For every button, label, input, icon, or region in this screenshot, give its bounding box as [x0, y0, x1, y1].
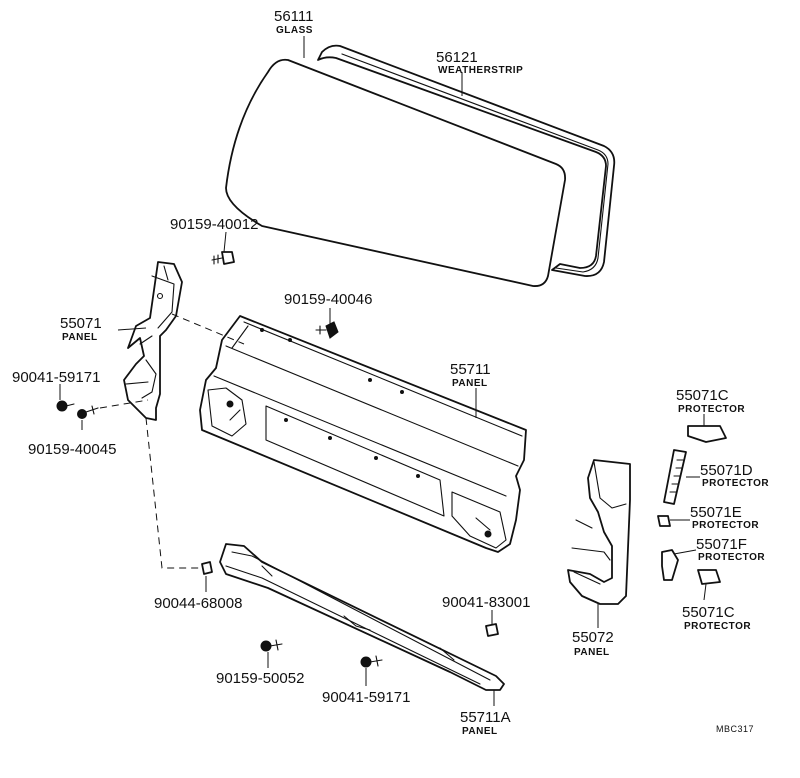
- part-number: 55711A: [460, 709, 511, 726]
- part-number: 90159-50052: [216, 670, 304, 687]
- part-number: 90159-40046: [284, 291, 372, 308]
- left-panel-part: [123, 261, 183, 421]
- label-weatherstrip: 56121 WEATHERSTRIP: [436, 49, 523, 76]
- part-name: PANEL: [452, 378, 488, 389]
- glass-part: [225, 58, 566, 287]
- part-number: 56111: [274, 8, 314, 25]
- screw-59171-left-part: [56, 400, 75, 412]
- protector-f-part: [661, 549, 679, 581]
- part-name: PANEL: [62, 332, 98, 343]
- label-panel-lower: 55711A PANEL: [460, 709, 511, 737]
- label-bolt-40012: 90159-40012: [170, 216, 258, 233]
- part-name: PANEL: [574, 647, 610, 658]
- protector-d-part: [663, 449, 687, 505]
- label-glass: 56111 GLASS: [274, 8, 314, 36]
- part-number: 55071: [60, 315, 102, 332]
- part-number: 90044-68008: [154, 595, 242, 612]
- bolt-50052-part: [260, 639, 283, 652]
- label-protector-e: 55071E PROTECTOR: [690, 504, 759, 531]
- part-number: 55072: [572, 629, 614, 646]
- part-name: PANEL: [462, 726, 498, 737]
- part-number: 56121: [436, 49, 478, 66]
- part-number: 55071C: [676, 387, 729, 404]
- label-bolt-50052: 90159-50052: [216, 670, 304, 687]
- part-number: 90159-40012: [170, 216, 258, 233]
- part-number: 55711: [450, 361, 491, 378]
- drawing-code: MBC317: [716, 724, 754, 734]
- label-protector-d: 55071D PROTECTOR: [700, 462, 769, 489]
- label-panel-right: 55072 PANEL: [572, 629, 614, 658]
- screw-59171-bottom-part: [360, 655, 383, 668]
- bolt-40046-part: [315, 321, 339, 339]
- part-number: 55071F: [696, 536, 747, 553]
- leader-lines: [59, 36, 707, 706]
- part-name: PROTECTOR: [684, 621, 751, 632]
- lower-panel-part: [219, 543, 505, 691]
- protector-c-top-part: [687, 425, 727, 443]
- center-panel-part: [199, 315, 527, 553]
- bolt-40045-part: [77, 405, 99, 419]
- label-panel-center: 55711 PANEL: [450, 361, 491, 389]
- part-number: 90041-59171: [322, 689, 410, 706]
- assembly-lines: [99, 313, 245, 569]
- protector-e-part: [657, 515, 671, 527]
- label-clip-68008: 90044-68008: [154, 595, 242, 612]
- label-protector-c-bottom: 55071C PROTECTOR: [682, 604, 751, 632]
- part-name: GLASS: [276, 25, 313, 36]
- part-name: PROTECTOR: [702, 478, 769, 489]
- right-panel-part: [567, 459, 631, 605]
- part-number: 55071D: [700, 462, 753, 479]
- label-panel-left: 55071 PANEL: [60, 315, 102, 343]
- label-clip-83001: 90041-83001: [442, 594, 530, 611]
- part-number: 55071E: [690, 504, 742, 521]
- part-name: PROTECTOR: [698, 552, 765, 563]
- part-number: 90159-40045: [28, 441, 116, 458]
- label-screw-59171-bottom: 90041-59171: [322, 689, 410, 706]
- clip-68008-part: [201, 561, 213, 575]
- part-name: PROTECTOR: [678, 404, 745, 415]
- label-bolt-40046: 90159-40046: [284, 291, 372, 308]
- part-name: PROTECTOR: [692, 520, 759, 531]
- bolt-40012-part: [211, 251, 235, 265]
- clip-83001-part: [485, 623, 499, 637]
- part-number: 90041-59171: [12, 369, 100, 386]
- label-protector-c-top: 55071C PROTECTOR: [676, 387, 745, 415]
- part-number: 55071C: [682, 604, 735, 621]
- label-screw-59171-left: 90041-59171: [12, 369, 100, 386]
- part-name: WEATHERSTRIP: [438, 65, 523, 76]
- part-number: 90041-83001: [442, 594, 530, 611]
- label-bolt-40045: 90159-40045: [28, 441, 116, 458]
- label-protector-f: 55071F PROTECTOR: [696, 536, 765, 563]
- weatherstrip-part: [317, 44, 616, 277]
- protector-c-bottom-part: [697, 569, 721, 585]
